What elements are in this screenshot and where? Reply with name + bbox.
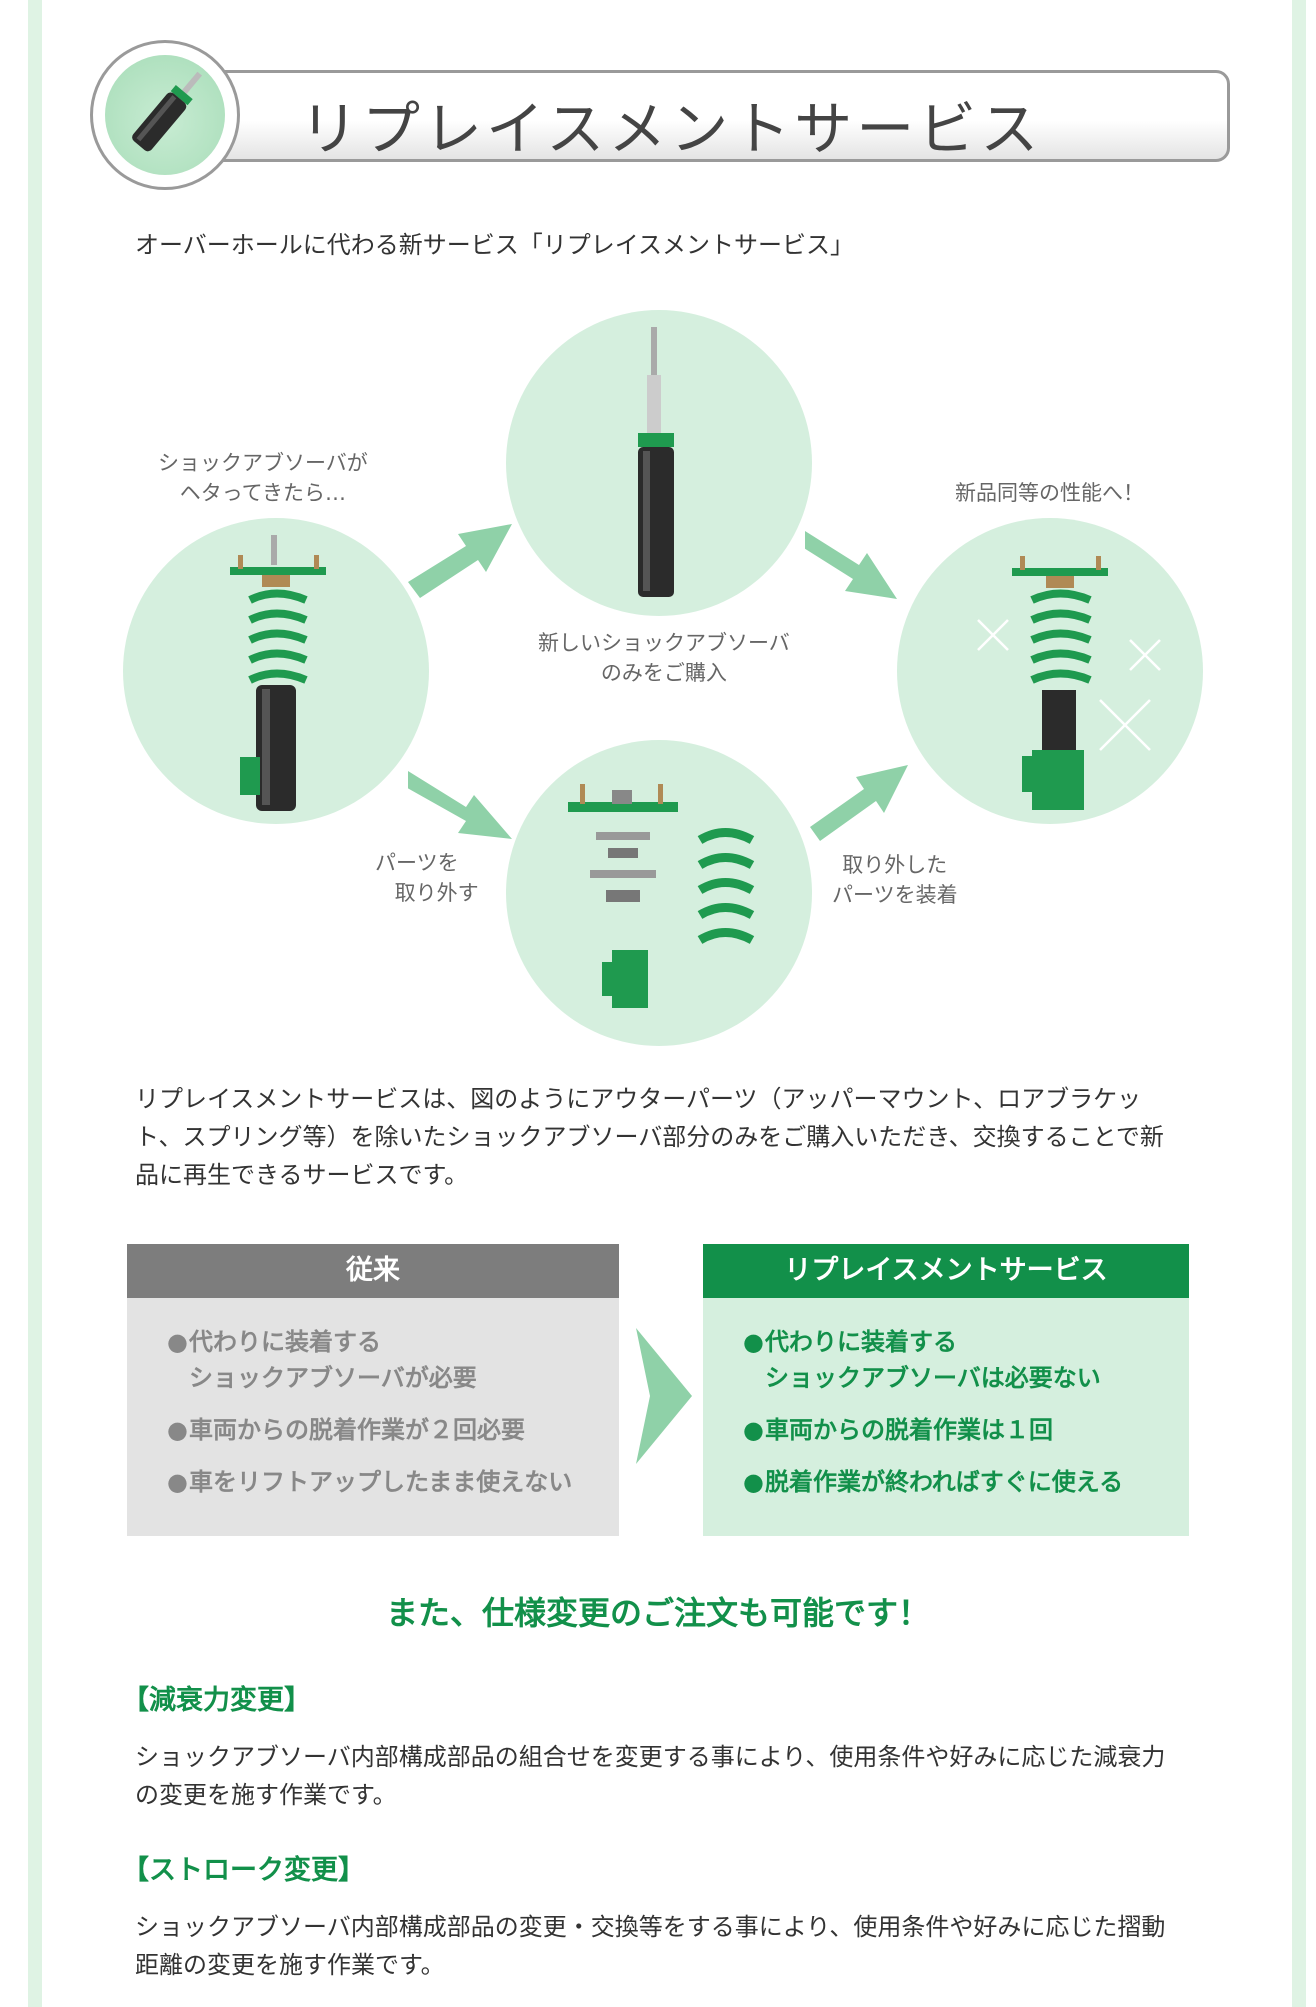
list-item-text: 車両からの脱着作業は１回 bbox=[765, 1416, 1053, 1444]
caption-renewed: 新品同等の性能へ！ bbox=[955, 481, 1144, 505]
arrow-icon-up-right bbox=[408, 524, 512, 598]
comparison-heading: 従来 bbox=[127, 1244, 619, 1298]
caption-line: のみをご購入 bbox=[600, 661, 727, 685]
list-item-text: 車をリフトアップしたまま使えない bbox=[189, 1468, 573, 1496]
arrow-icon-down-right-top bbox=[805, 531, 897, 599]
list-item: ●車をリフトアップしたまま使えない bbox=[167, 1468, 573, 1496]
comparison-list: ●代わりに装着するショックアブソーバは必要ない ●車両からの脱着作業は１回 ●脱… bbox=[703, 1298, 1189, 1500]
sparkle-icon bbox=[977, 619, 1161, 751]
left-border-stripe bbox=[28, 0, 42, 2007]
caption-attach-parts: 取り外した パーツを装着 bbox=[832, 850, 958, 910]
list-item-text: 脱着作業が終わればすぐに使える bbox=[765, 1468, 1124, 1496]
comparison-conventional: 従来 ●代わりに装着するショックアブソーバが必要 ●車両からの脱着作業が２回必要… bbox=[127, 1244, 619, 1536]
removed-parts-illustration bbox=[568, 784, 755, 1008]
caption-line: ショックアブソーバが bbox=[158, 451, 368, 475]
shock-absorber-icon bbox=[105, 55, 225, 175]
caption-line: パーツを bbox=[375, 851, 459, 875]
description-text: リプレイスメントサービスは、図のようにアウターパーツ（アッパーマウント、ロアブラ… bbox=[135, 1085, 1164, 1189]
section-title-stroke: 【ストローク変更】 bbox=[122, 1855, 365, 1886]
comparison-replacement-service: リプレイスメントサービス ●代わりに装着するショックアブソーバは必要ない ●車両… bbox=[703, 1244, 1189, 1536]
section-body-damping: ショックアブソーバ内部構成部品の組合せを変更する事により、使用条件や好みに応じた… bbox=[135, 1743, 1166, 1809]
new-shock-illustration bbox=[638, 327, 674, 597]
replacement-diagram: ショックアブソーバが ヘタってきたら… 新しいショックアブソーバ のみをご購入 … bbox=[110, 300, 1210, 1060]
caption-line: パーツを装着 bbox=[832, 883, 958, 907]
list-item: ●脱着作業が終わればすぐに使える bbox=[743, 1468, 1124, 1496]
caption-line: 取り外す bbox=[394, 881, 479, 905]
list-item: ●代わりに装着するショックアブソーバが必要 bbox=[167, 1324, 619, 1396]
worn-coilover-illustration bbox=[230, 535, 326, 811]
list-item-text: ショックアブソーバは必要ない bbox=[765, 1364, 1101, 1392]
arrow-icon-up-right-bottom bbox=[810, 765, 908, 841]
caption-worn-shock: ショックアブソーバが ヘタってきたら… bbox=[158, 448, 368, 508]
caption-line: 新しいショックアブソーバ bbox=[538, 631, 790, 655]
list-item-text: ショックアブソーバが必要 bbox=[189, 1364, 477, 1392]
list-item-text: 車両からの脱着作業が２回必要 bbox=[189, 1416, 525, 1444]
list-item: ●代わりに装着するショックアブソーバは必要ない bbox=[743, 1324, 1189, 1396]
list-item: ●車両からの脱着作業は１回 bbox=[743, 1416, 1053, 1444]
renewed-coilover-illustration bbox=[1012, 556, 1108, 810]
comparison-heading: リプレイスメントサービス bbox=[703, 1244, 1189, 1298]
section-body-stroke: ショックアブソーバ内部構成部品の変更・交換等をする事により、使用条件や好みに応じ… bbox=[135, 1913, 1166, 1979]
banner-pill bbox=[150, 70, 1230, 162]
list-item: ●車両からの脱着作業が２回必要 bbox=[167, 1416, 525, 1444]
arrow-icon-down-right bbox=[408, 771, 512, 839]
comparison-list: ●代わりに装着するショックアブソーバが必要 ●車両からの脱着作業が２回必要 ●車… bbox=[127, 1298, 619, 1500]
caption-line: ヘタってきたら… bbox=[179, 481, 347, 505]
list-item-text: 代わりに装着する bbox=[765, 1328, 957, 1356]
comparison-arrow-icon bbox=[636, 1328, 692, 1464]
caption-line: 取り外した bbox=[842, 853, 948, 877]
intro-text: オーバーホールに代わる新サービス「リプレイスメントサービス」 bbox=[135, 231, 855, 259]
headline: また、仕様変更のご注文も可能です！ bbox=[385, 1594, 930, 1632]
caption-new-shock: 新しいショックアブソーバ のみをご購入 bbox=[538, 628, 790, 688]
caption-remove-parts: パーツを 取り外す bbox=[375, 848, 479, 908]
right-border-stripe bbox=[1292, 0, 1306, 2007]
banner-icon-frame bbox=[90, 40, 240, 190]
list-item-text: 代わりに装着する bbox=[189, 1328, 381, 1356]
page-title: リプレイスメントサービス bbox=[300, 95, 1043, 163]
section-title-damping: 【減衰力変更】 bbox=[122, 1685, 311, 1716]
section-banner: リプレイスメントサービス bbox=[90, 40, 1230, 190]
